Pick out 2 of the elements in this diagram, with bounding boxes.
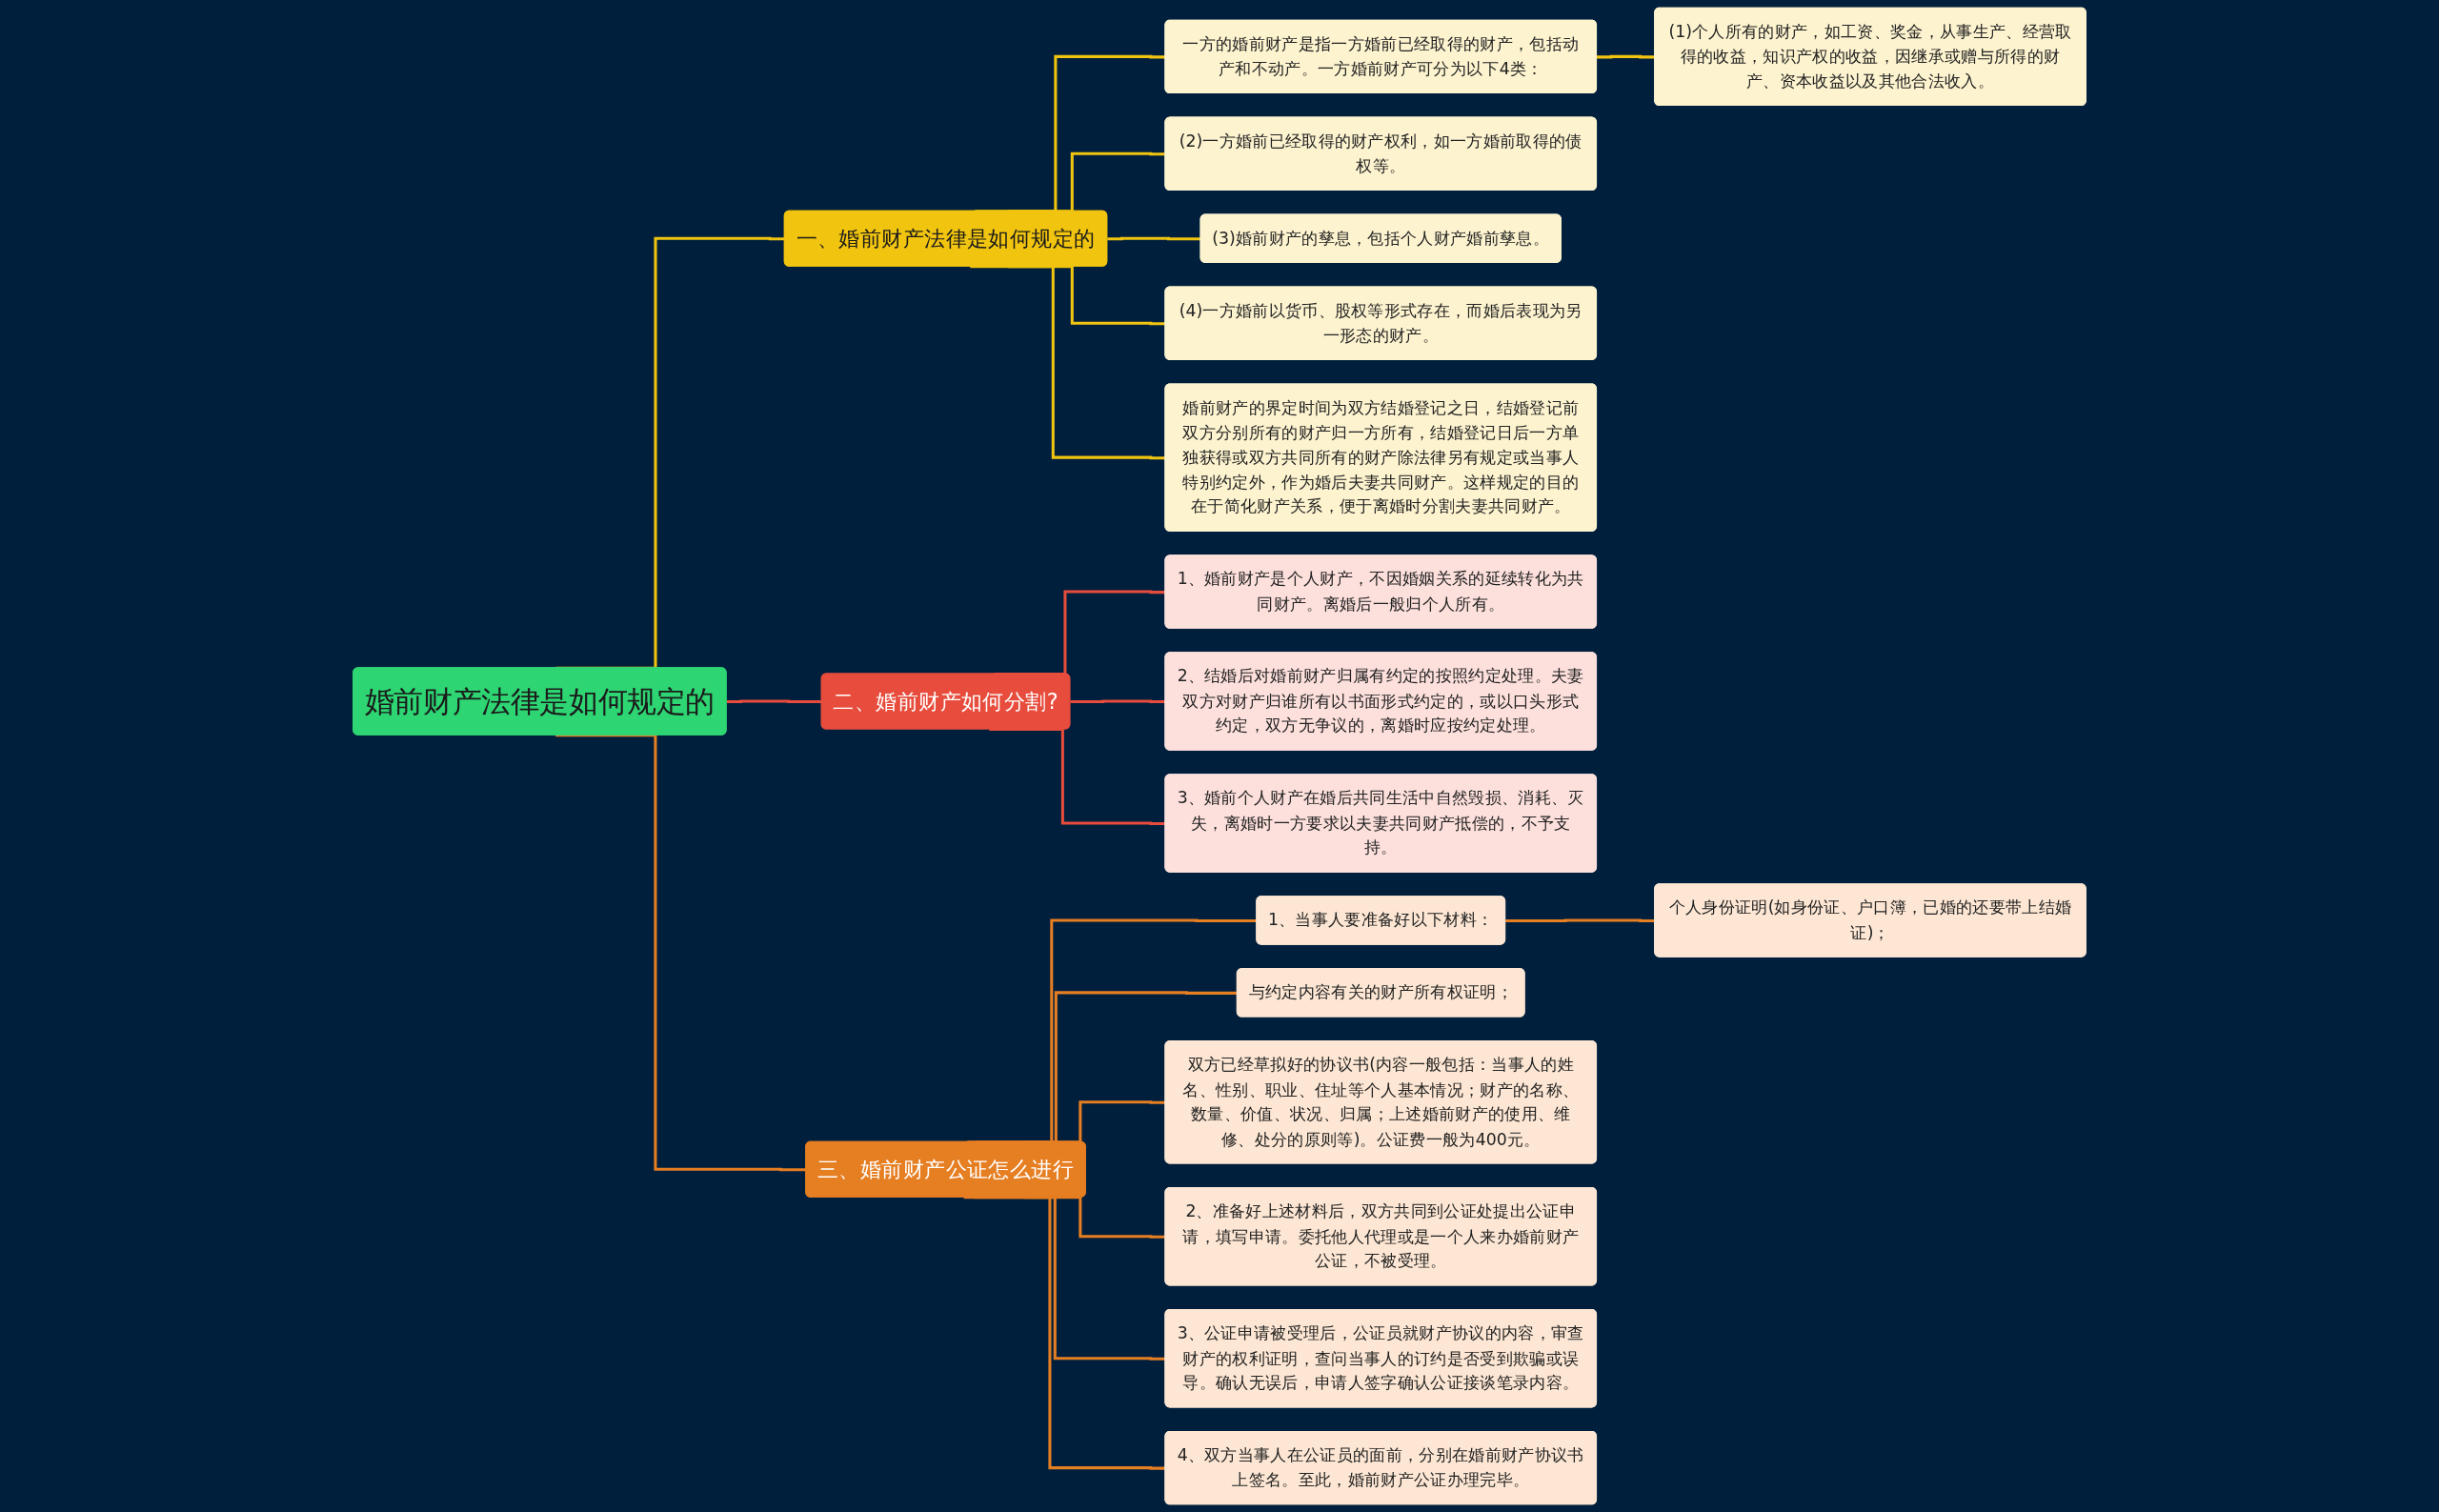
connector [1107,236,1201,241]
connector [726,699,822,704]
